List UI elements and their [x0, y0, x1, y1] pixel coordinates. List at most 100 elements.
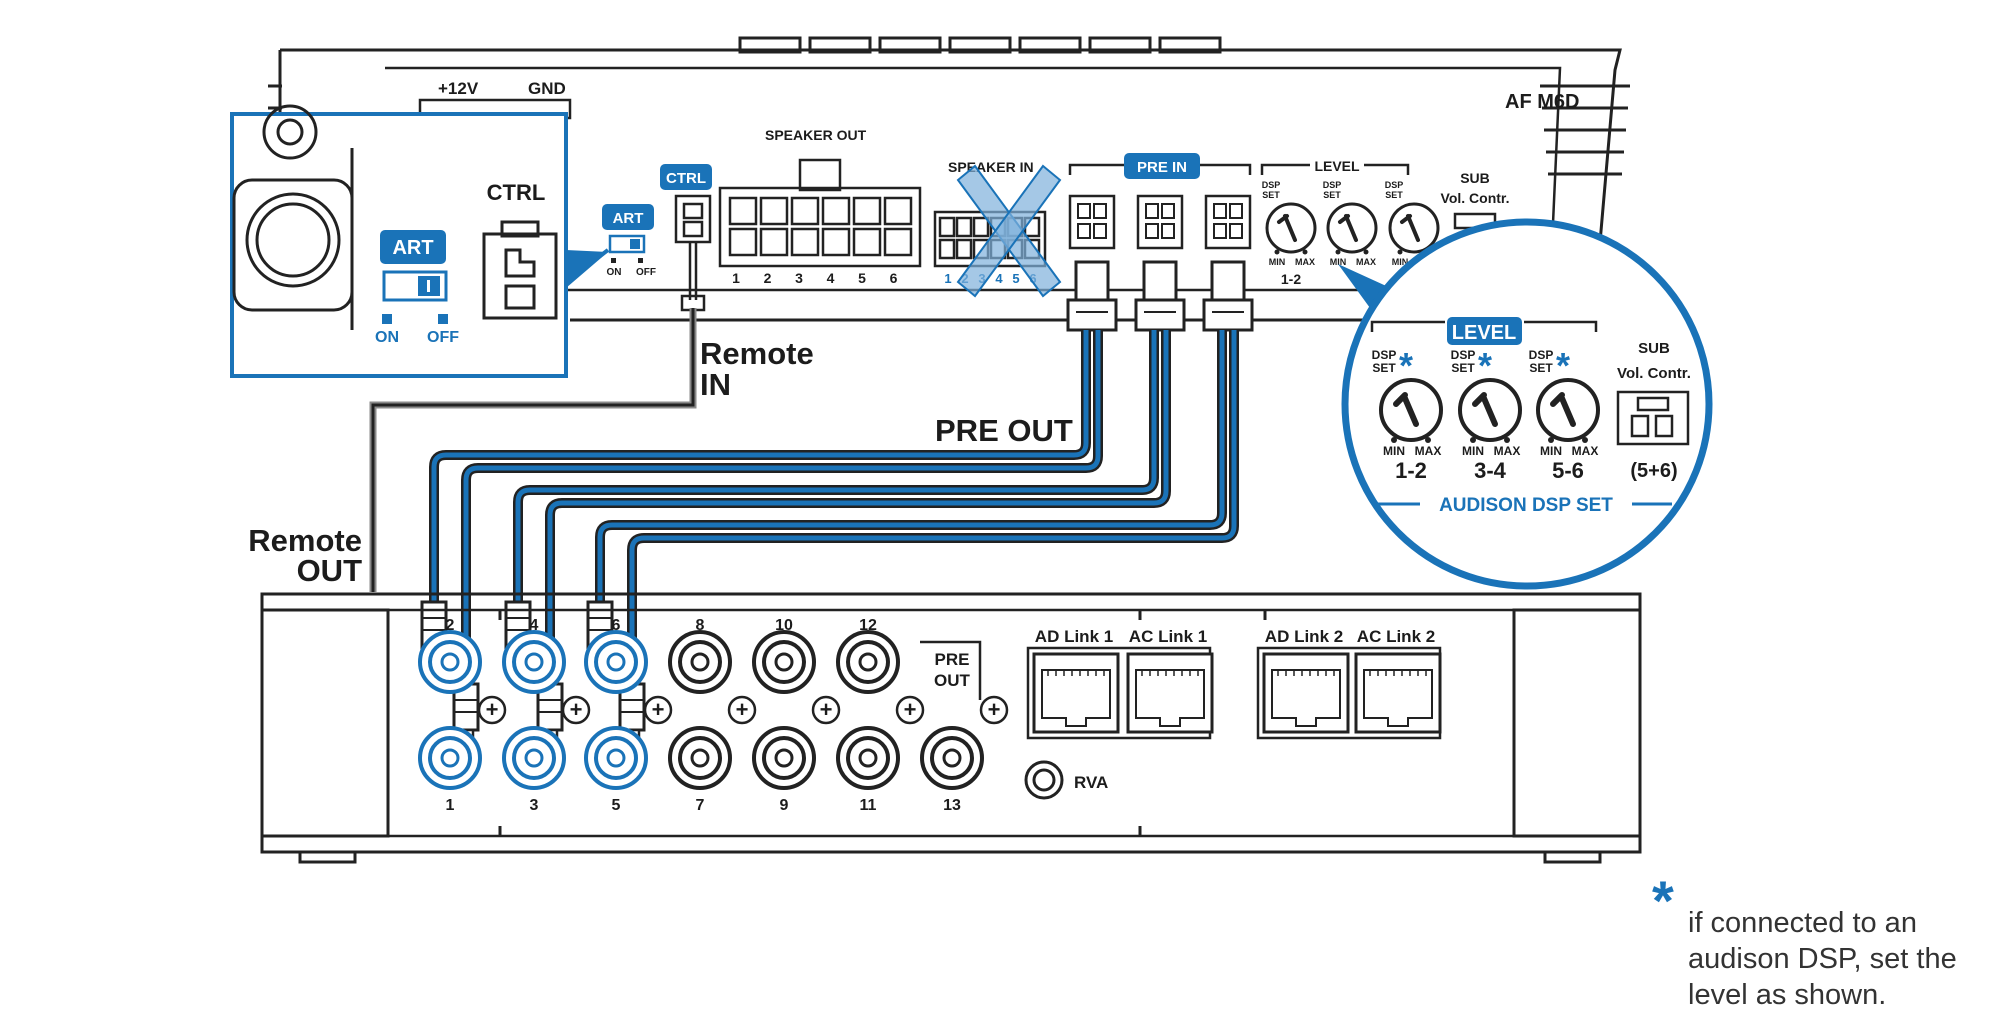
speaker-out-cell — [852, 227, 882, 257]
footnote-line-1: if connected to an — [1688, 907, 1917, 939]
rca-plus-sign: + — [652, 697, 665, 722]
rca-jack-ring — [428, 736, 472, 780]
rca-plus-sign: + — [570, 697, 583, 722]
rca-jack-center — [774, 652, 794, 672]
pre-in-badge — [1124, 153, 1200, 179]
pre-in-socket — [1068, 194, 1116, 250]
rca-jack-label: 3 — [530, 797, 539, 814]
speaker-out-cell — [790, 196, 820, 226]
speaker-out-label: SPEAKER OUT — [765, 127, 867, 143]
rca-jack-center — [858, 748, 878, 768]
speaker-in-cell — [955, 238, 973, 260]
zoom-knob-dot — [1470, 437, 1476, 443]
speaker-out-cell — [883, 196, 913, 226]
rva-label: RVA — [1074, 773, 1108, 792]
dsp-pre-out-label-1: PRE — [935, 650, 970, 669]
pre-in-plug — [1142, 260, 1178, 304]
ethernet-port-label: AC Link 2 — [1357, 627, 1435, 646]
rca-plug-grip — [620, 699, 644, 713]
rca-plug-grip — [588, 617, 612, 631]
rca-jack-ring — [846, 736, 890, 780]
zoom-sub-channels: (5+6) — [1630, 460, 1677, 482]
ethernet-port-label: AD Link 1 — [1035, 627, 1113, 646]
zoom-knob-max: MAX — [1494, 444, 1521, 458]
rca-plus-icon — [727, 695, 757, 725]
zoom-knob-dot — [1548, 437, 1554, 443]
inset-on-label: ON — [375, 329, 399, 346]
pre-in-pin — [1213, 203, 1227, 219]
speaker-out-pin-label: 6 — [890, 270, 898, 286]
power-12v-label: +12V — [438, 79, 479, 98]
rca-plus-sign: + — [820, 697, 833, 722]
amp-knob-pointer — [1338, 214, 1358, 242]
amp-model-label: AF M6D — [1505, 91, 1579, 113]
zoom-dsp-set-label: SET — [1451, 361, 1475, 375]
art-on-dot — [611, 258, 616, 263]
amp-dsp-set-label: DSP — [1262, 180, 1281, 190]
speaker-out-connector — [718, 158, 922, 268]
speaker-out-cell — [759, 227, 789, 257]
rca-jack-ring — [594, 736, 638, 780]
amp-knob-min: MIN — [1392, 257, 1409, 267]
rca-plug-grip — [422, 617, 446, 631]
rca-jack-center — [606, 748, 626, 768]
rca-jack-label: 4 — [530, 617, 539, 634]
speaker-out-pin-label: 5 — [858, 270, 866, 286]
art-off-dot — [638, 258, 643, 263]
art-switch-knob — [630, 239, 640, 249]
rca-jack-label: 9 — [780, 797, 789, 814]
speaker-out-cell — [821, 227, 851, 257]
dsp-body — [260, 592, 1642, 864]
amp-sub-label: SUB — [1460, 170, 1490, 186]
ethernet-socket — [1271, 669, 1341, 727]
pre-in-pin — [1077, 203, 1091, 219]
zoom-dsp-set-label: DSP — [1451, 348, 1476, 362]
amp-knob-max: MAX — [1295, 257, 1315, 267]
rca-jack-label: 2 — [446, 617, 455, 634]
zoom-asterisk-icon: * — [1556, 345, 1570, 386]
remote-in-label-1: Remote — [700, 336, 814, 371]
amp-knob-dot — [1363, 249, 1369, 255]
zoom-asterisk-icon: * — [1399, 345, 1413, 386]
pre-in-plug-body — [1202, 298, 1254, 332]
pre-in-pin — [1229, 223, 1243, 239]
ethernet-socket — [1363, 669, 1433, 727]
amp-fin — [1018, 36, 1082, 54]
amp-fin — [1158, 36, 1222, 54]
inset-on-dot — [382, 314, 392, 324]
zoom-knob-min: MIN — [1383, 444, 1405, 458]
zoom-dsp-set-label: SET — [1372, 361, 1396, 375]
amp-knob-max: MAX — [1356, 257, 1376, 267]
amp-knob-dot — [1274, 249, 1280, 255]
amp-dsp-set-label: DSP — [1385, 180, 1404, 190]
rca-plus-icon — [811, 695, 841, 725]
remote-out-label-1: Remote — [248, 523, 362, 558]
inset-ctrl-label: CTRL — [487, 180, 546, 205]
amp-sub-vol-label: Vol. Contr. — [1441, 190, 1510, 206]
zoom-circle — [1341, 218, 1713, 590]
inset-art-badge-label: ART — [392, 237, 433, 259]
amp-dsp-set-label: SET — [1262, 190, 1280, 200]
rca-cable — [597, 330, 1225, 608]
amp-level-channel-label: 1-2 — [1281, 271, 1301, 287]
rca-jack-label: 6 — [612, 617, 621, 634]
zoom-knob-dot — [1504, 437, 1510, 443]
speaker-out-cell — [883, 227, 913, 257]
zoom-level-channel-label: 3-4 — [1474, 458, 1507, 483]
inset-art-badge — [380, 230, 446, 264]
rca-plug-grip — [538, 699, 562, 713]
inset-art-switch — [382, 270, 448, 302]
rca-plus-icon — [643, 695, 673, 725]
pre-in-plug-body — [1066, 298, 1118, 332]
amp-side-fins — [1540, 84, 1630, 176]
dsp-left-end — [260, 608, 390, 838]
zoom-sub-label: SUB — [1638, 340, 1670, 357]
rca-jack-center — [524, 748, 544, 768]
pre-in-pin — [1145, 203, 1159, 219]
rca-plus-sign: + — [904, 697, 917, 722]
dsp-right-end — [1512, 608, 1642, 838]
ctrl-badge-label: CTRL — [666, 170, 706, 187]
amp-knob-pointer — [1277, 214, 1297, 242]
zoom-knob-dot — [1425, 437, 1431, 443]
rca-jack-ring — [762, 640, 806, 684]
